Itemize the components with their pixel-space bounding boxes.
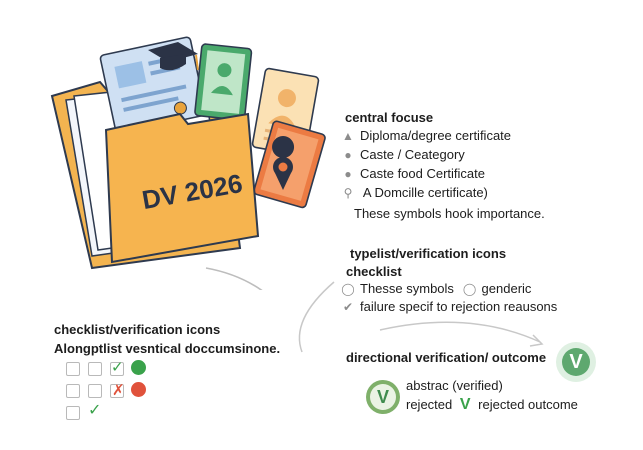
- verified-badge-icon: V: [556, 342, 596, 382]
- circle-icon: ◯: [341, 282, 355, 296]
- central-item-diploma: ▲Diploma/degree certificate: [340, 128, 511, 143]
- central-focus-title: central focuse: [345, 110, 434, 125]
- folder-front: [104, 112, 260, 264]
- search-icon: ◯: [462, 282, 477, 296]
- checkbox-checked[interactable]: ✓: [110, 359, 124, 376]
- check-icon: ✓: [111, 359, 124, 376]
- typelist-line-symbols: ◯Thesse symbols ◯genderic: [341, 281, 532, 296]
- checklist-title: checklist/verification icons: [54, 322, 221, 337]
- checkbox[interactable]: [88, 384, 102, 398]
- checkbox-rejected[interactable]: ✗: [110, 382, 125, 399]
- check-circle-icon: ✔: [342, 300, 354, 314]
- checkbox[interactable]: [66, 362, 80, 376]
- typelist-checklist-title: checklist: [346, 264, 402, 279]
- person-icon: ●: [344, 148, 352, 162]
- status-dot-green: [131, 360, 146, 375]
- central-item-caste-food: ●Caste food Certificate: [340, 166, 485, 181]
- status-dot-red: [131, 382, 146, 397]
- central-item-domicile: ⚲ A Domcille certificate): [340, 185, 488, 200]
- typelist-title: typelist/verification icons: [350, 246, 507, 261]
- folder-illustration: DV 2026: [50, 36, 326, 290]
- checklist-subtitle: Alongptlist vesntical doccumsinone.: [54, 341, 281, 356]
- check-icon: ✓: [88, 402, 102, 419]
- outcome-rejected-line: rejected V rejected outcome: [406, 396, 578, 413]
- checkbox[interactable]: [66, 406, 80, 420]
- verified-badge-glyph: V: [562, 348, 590, 376]
- location-pin-icon: ⚲: [343, 186, 353, 200]
- central-item-caste: ●Caste / Ceategory: [340, 147, 464, 162]
- outcome-title: directional verification/ outcome: [346, 350, 547, 365]
- graduation-cap-icon: [148, 42, 199, 71]
- typelist-line-failure: ✔failure specif to rejection reausons: [340, 299, 557, 314]
- person-icon: ●: [344, 167, 352, 181]
- connector-arrow-left: [205, 267, 263, 290]
- green-certificate: [194, 43, 253, 121]
- location-pin-icon: [272, 136, 295, 190]
- outcome-badge-icon: V: [366, 380, 400, 414]
- checkbox[interactable]: [88, 362, 102, 376]
- graduation-cap-icon: ▲: [342, 129, 354, 143]
- outcome-verified-line: abstrac (verified): [406, 378, 503, 393]
- central-note: These symbols hook importance.: [354, 206, 545, 221]
- v-check-icon: V: [459, 396, 471, 413]
- cross-icon: ✗: [112, 382, 125, 399]
- checkbox[interactable]: [66, 384, 80, 398]
